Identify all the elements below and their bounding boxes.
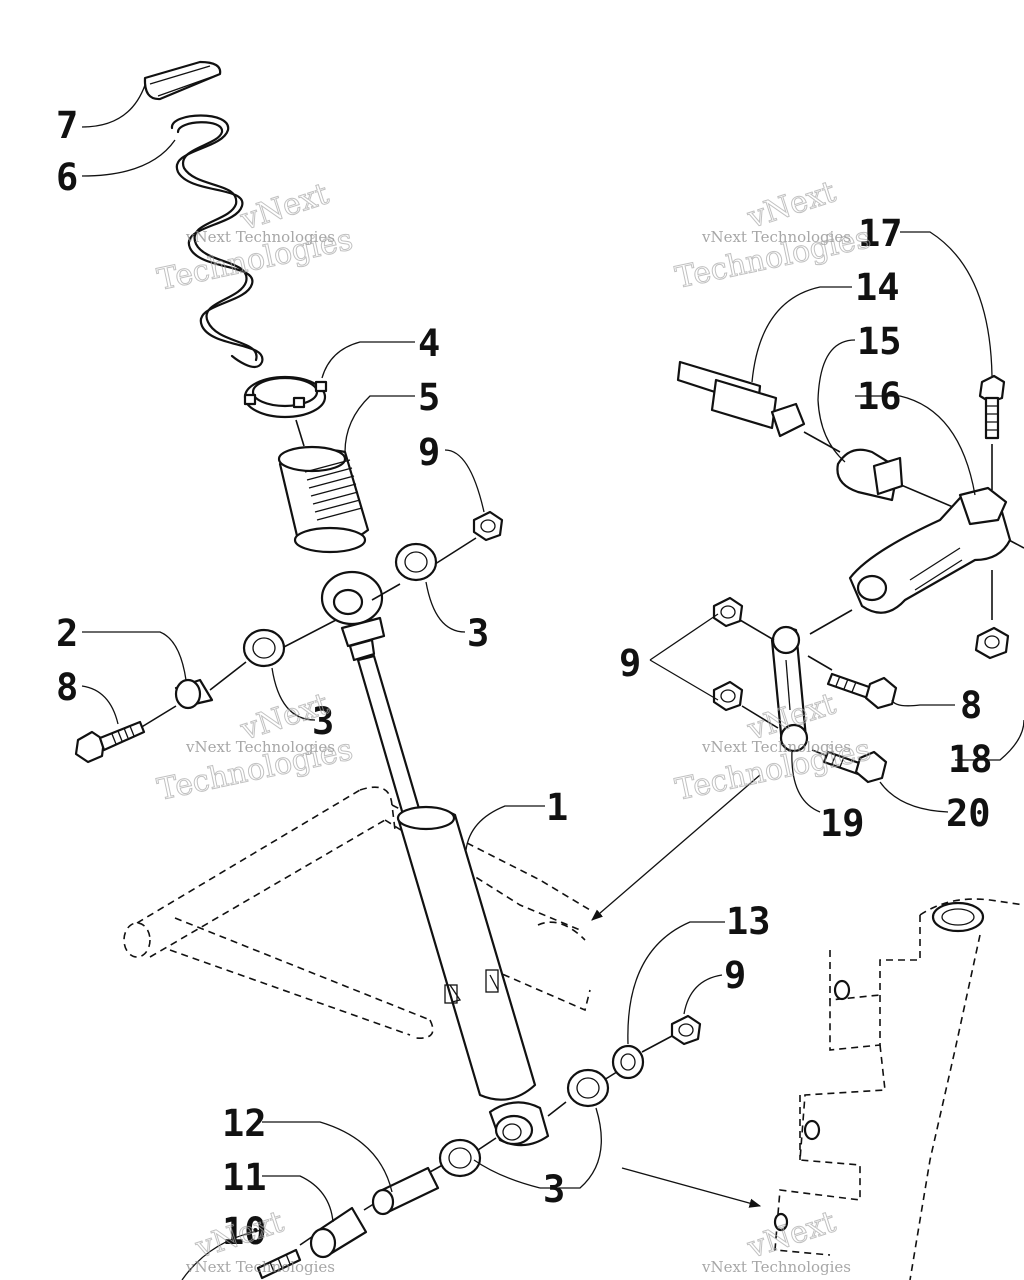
bolt-part-17 xyxy=(978,374,1006,440)
washer-part-13 xyxy=(611,1044,645,1080)
shock-absorber-part-1 xyxy=(320,570,550,1147)
bushing-part-3-upper-right xyxy=(394,542,438,582)
callout-3-upper-left: 3 xyxy=(312,700,334,743)
callout-12: 12 xyxy=(222,1102,267,1145)
callout-20: 20 xyxy=(946,792,991,835)
svg-text:vNext: vNext xyxy=(743,1205,840,1266)
watermark-middle-right: vNext vNext Technologies Technologies xyxy=(672,686,874,808)
bushing-sleeve-part-2 xyxy=(174,678,214,710)
callout-9-upper: 9 xyxy=(418,431,440,474)
callout-9-lower: 9 xyxy=(724,954,746,997)
assembly-arrow-lower xyxy=(621,1167,762,1208)
lock-nut-part-9-lower xyxy=(670,1014,702,1046)
watermark-upper-right: vNext vNext Technologies Technologies xyxy=(672,174,874,296)
watermark-text: vNext Technologies xyxy=(701,228,851,246)
bolt-part-10 xyxy=(256,1248,302,1280)
callout-7: 7 xyxy=(56,104,78,147)
callout-16: 16 xyxy=(857,375,902,418)
callout-labels: 7 6 4 5 9 2 8 3 3 1 12 11 10 3 13 9 17 1… xyxy=(56,104,993,1253)
callout-10: 10 xyxy=(222,1210,267,1253)
callout-14: 14 xyxy=(855,266,900,309)
callout-1: 1 xyxy=(546,786,568,829)
coil-spring-part-6 xyxy=(170,114,264,369)
callout-17: 17 xyxy=(858,212,903,255)
bushing-part-3-lower-left xyxy=(438,1138,482,1178)
watermark-text: vNext Technologies xyxy=(701,738,851,756)
bolt-part-8-upper xyxy=(74,720,146,764)
link-rod-part-19 xyxy=(770,625,809,753)
callout-2: 2 xyxy=(56,612,78,655)
callout-11: 11 xyxy=(222,1156,267,1199)
sway-bar-part-14 xyxy=(676,360,806,438)
callout-8-upper: 8 xyxy=(56,666,78,709)
watermark-text: vNext Technologies xyxy=(701,1258,851,1276)
callout-3-upper-right: 3 xyxy=(467,612,489,655)
svg-text:vNext: vNext xyxy=(743,175,840,236)
callout-13: 13 xyxy=(726,900,771,943)
bushing-part-3-lower-right xyxy=(566,1068,610,1108)
watermark-text: vNext Technologies xyxy=(185,738,335,756)
spacer-part-12 xyxy=(371,1166,440,1216)
spindle-bracket-outline xyxy=(773,898,1024,1280)
bolt-part-20 xyxy=(822,750,888,784)
bolt-part-8-right xyxy=(826,672,898,710)
bushing-part-15 xyxy=(836,448,904,502)
adjuster-ring-part-4 xyxy=(243,375,328,419)
a-arm-outline xyxy=(123,786,591,1039)
callout-4: 4 xyxy=(418,322,440,365)
lock-nut-part-9-upper xyxy=(472,510,504,542)
watermark-upper-left: vNext vNext Technologies Technologies xyxy=(154,176,356,298)
bushing-part-3-upper-left xyxy=(242,628,286,668)
lock-nut-part-9-right-upper xyxy=(712,596,744,628)
watermark-text: vNext Technologies xyxy=(185,1258,335,1276)
callout-18: 18 xyxy=(948,738,993,781)
assembly-arrow-upper xyxy=(591,774,761,921)
watermark-bottom-right: vNext vNext Technologies xyxy=(701,1204,851,1276)
lock-nut-part-9-right-lower xyxy=(712,680,744,712)
sway-bar-arm-part-16 xyxy=(848,486,1012,614)
callout-6: 6 xyxy=(56,156,78,199)
spacer-part-11 xyxy=(309,1206,368,1259)
leader-lines xyxy=(81,84,1024,1280)
callout-3-lower: 3 xyxy=(543,1168,565,1211)
callout-8-right: 8 xyxy=(960,684,982,727)
callout-5: 5 xyxy=(418,376,440,419)
watermark-text: vNext Technologies xyxy=(185,228,335,246)
callout-15: 15 xyxy=(857,320,902,363)
lock-nut-part-18 xyxy=(974,626,1010,660)
spring-retainer-part-7 xyxy=(143,60,222,101)
callout-9-right: 9 xyxy=(619,642,641,685)
threaded-collar-part-5 xyxy=(277,445,370,554)
callout-19: 19 xyxy=(820,802,865,845)
